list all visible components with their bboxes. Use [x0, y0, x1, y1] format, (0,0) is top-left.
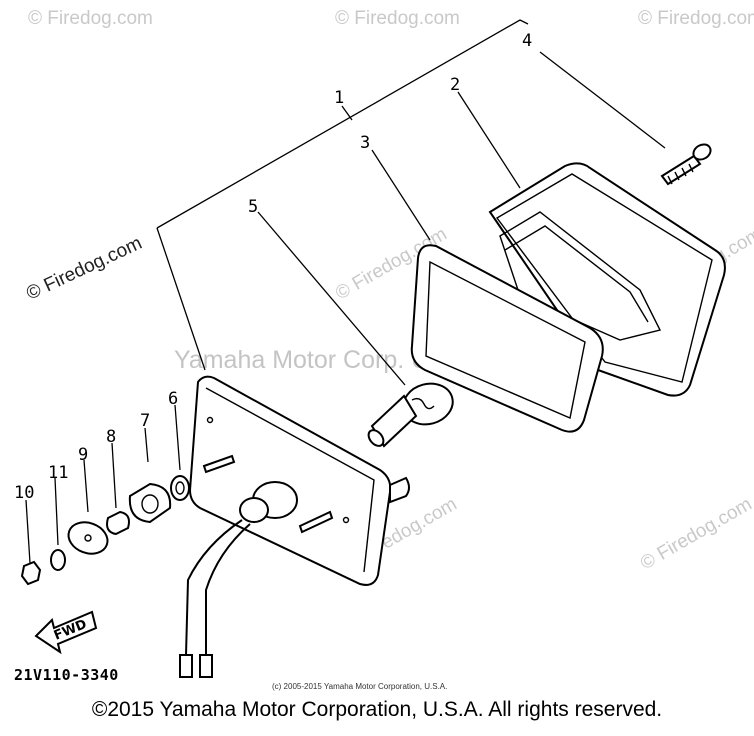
part-9-washer-hole — [84, 534, 92, 542]
footer-copyright: ©2015 Yamaha Motor Corporation, U.S.A. A… — [91, 698, 663, 721]
label-9: 9 — [78, 445, 88, 465]
part-5-bulb — [367, 382, 454, 448]
wire-connector-1 — [179, 654, 193, 678]
label-11: 11 — [48, 463, 68, 483]
screw-thread — [667, 163, 694, 185]
label-5: 5 — [248, 197, 258, 217]
watermark-firedog-2: © Firedog.com — [335, 8, 460, 29]
watermark-firedog-left: © Firedog.com — [23, 233, 145, 305]
part-10-nut — [20, 560, 42, 586]
label-7: 7 — [140, 411, 150, 431]
wire-2 — [205, 523, 251, 655]
leader-6 — [174, 404, 181, 471]
base-plate-body — [188, 375, 392, 586]
screw-shank — [660, 154, 702, 186]
gasket-outer — [410, 244, 604, 433]
part-11-lock-washer — [50, 549, 66, 571]
leader-7 — [144, 427, 149, 463]
fwd-arrow: FWD — [34, 610, 98, 655]
screw-head — [692, 143, 712, 161]
base-stud — [389, 476, 410, 504]
lens-inner-edge — [504, 225, 649, 323]
label-10: 10 — [14, 483, 34, 503]
part-3-gasket — [410, 244, 604, 433]
small-copyright: (c) 2005-2015 Yamaha Motor Corporation, … — [272, 682, 448, 691]
watermark-firedog-lower-right: © Firedog.com — [637, 494, 754, 575]
gasket-inner — [425, 260, 586, 419]
part-6-washer — [170, 475, 190, 501]
part-labels: 1 2 3 4 5 6 7 8 9 10 11 — [14, 31, 532, 503]
part-9-washer — [67, 521, 109, 555]
threaded-stud-1 — [202, 454, 236, 474]
bulb-contact — [367, 429, 385, 447]
part-4-screw — [660, 143, 712, 186]
leader-lines — [25, 19, 666, 564]
hole-2 — [342, 516, 350, 524]
leader-8 — [111, 442, 117, 509]
label-8: 8 — [106, 427, 116, 447]
part-7-grommet — [128, 482, 172, 524]
part-7-grommet-hole — [141, 494, 159, 514]
diagram-code: 21V110-3340 — [14, 666, 119, 684]
label-6: 6 — [168, 389, 178, 409]
label-3: 3 — [360, 133, 370, 153]
fwd-arrow-shape — [34, 610, 98, 655]
bracket-line — [156, 19, 529, 229]
hardware-parts — [20, 475, 190, 586]
leader-5 — [257, 211, 406, 386]
label-1: 1 — [334, 88, 344, 108]
leader-2 — [457, 91, 521, 189]
wire-1 — [185, 519, 243, 656]
leader-10 — [25, 499, 31, 564]
label-4: 4 — [522, 31, 532, 51]
watermark-firedog-3: © Firedog.com — [638, 8, 754, 29]
bulb-filament — [411, 397, 435, 410]
socket-collar — [239, 497, 269, 523]
leader-9 — [83, 459, 89, 513]
leader-1 — [341, 105, 353, 121]
part-8-collar — [106, 510, 130, 536]
lens-housing-body — [488, 162, 726, 397]
base-plate-edge — [205, 387, 375, 573]
threaded-stud-2 — [298, 510, 334, 534]
wire-connector-2 — [199, 654, 213, 678]
part-6-washer-hole — [175, 481, 185, 495]
part-1-base-plate — [179, 375, 410, 678]
leader-base — [156, 227, 206, 371]
leader-3 — [371, 149, 431, 241]
watermark-firedog-1: © Firedog.com — [28, 8, 153, 29]
leader-11 — [54, 477, 59, 546]
hole-1 — [206, 416, 214, 424]
label-2: 2 — [450, 75, 460, 95]
leader-4 — [539, 51, 666, 149]
